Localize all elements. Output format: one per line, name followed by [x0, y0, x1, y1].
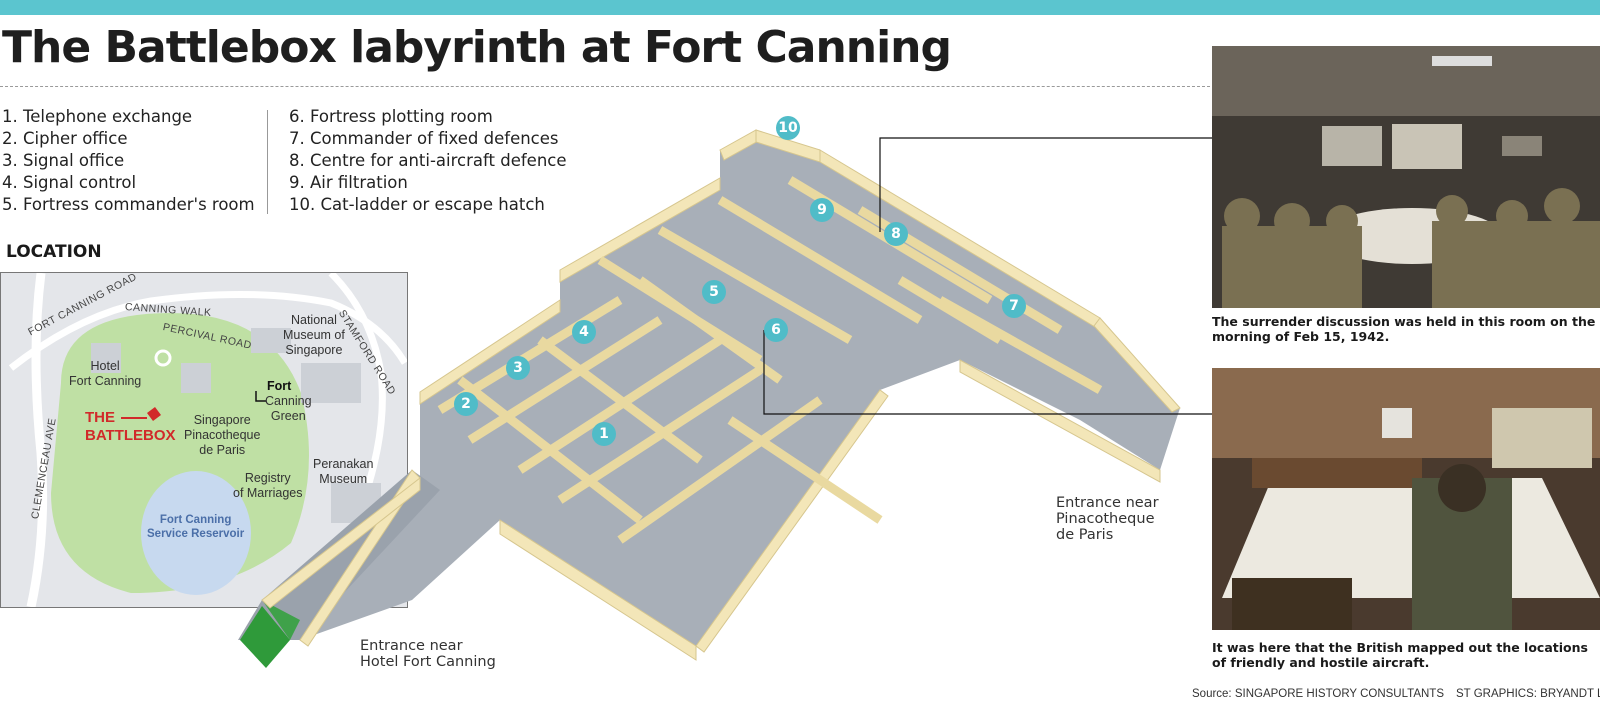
top-accent-bar [0, 0, 1600, 15]
entrance-hotel-label: Entrance near Hotel Fort Canning [360, 638, 496, 670]
page-title: The Battlebox labyrinth at Fort Canning [2, 22, 952, 73]
photo-caption-2: It was here that the British mapped out … [1212, 640, 1588, 670]
room-marker-6: 6 [764, 318, 788, 342]
room-marker-1: 1 [592, 422, 616, 446]
source-credit: Source: SINGAPORE HISTORY CONSULTANTS [1192, 688, 1445, 700]
map-label-pinacotheque: Singapore Pinacotheque de Paris [184, 413, 261, 457]
legend-item: 8. Centre for anti-aircraft defence [289, 151, 567, 170]
photo-plotting-room [1212, 368, 1600, 630]
room-marker-4: 4 [572, 320, 596, 344]
map-label-museum: National Museum of Singapore [283, 313, 345, 357]
legend-left: 1. Telephone exchange 2. Cipher office 3… [2, 106, 255, 216]
location-heading: LOCATION [6, 242, 102, 262]
map-label-peranakan: Peranakan Museum [313, 457, 374, 486]
room-marker-2: 2 [454, 392, 478, 416]
legend-separator [267, 110, 268, 214]
battlebox-label: THE BATTLEBOX [85, 409, 176, 444]
map-label-green: Canning Green [265, 394, 312, 423]
legend-item: 6. Fortress plotting room [289, 107, 493, 126]
legend-item: 1. Telephone exchange [2, 107, 193, 126]
legend-item: 2. Cipher office [2, 129, 128, 148]
footer: Source: SINGAPORE HISTORY CONSULTANTS ST … [1192, 688, 1600, 700]
room-marker-9: 9 [810, 198, 834, 222]
legend-item: 9. Air filtration [289, 173, 408, 192]
room-marker-10: 10 [776, 116, 800, 140]
legend-item: 4. Signal control [2, 173, 137, 192]
room-marker-7: 7 [1002, 294, 1026, 318]
room-marker-5: 5 [702, 280, 726, 304]
legend-item: 5. Fortress commander's room [2, 195, 255, 214]
map-label-registry: Registry of Marriages [233, 471, 303, 500]
legend-right: 6. Fortress plotting room 7. Commander o… [289, 106, 567, 216]
photo-caption-1: The surrender discussion was held in thi… [1212, 314, 1596, 344]
graphics-credit: ST GRAPHICS: BRYANDT LYN [1456, 688, 1600, 700]
legend-item: 7. Commander of fixed defences [289, 129, 559, 148]
map-label-hotel: Hotel Fort Canning [69, 359, 142, 388]
legend-item: 3. Signal office [2, 151, 125, 170]
divider [0, 86, 1210, 87]
entrance-pinacotheque-label: Entrance near Pinacotheque de Paris [1056, 495, 1159, 543]
reservoir-label: Fort Canning Service Reservoir [147, 514, 245, 540]
room-marker-3: 3 [506, 356, 530, 380]
room-marker-8: 8 [884, 222, 908, 246]
map-label-fort: Fort [267, 379, 292, 393]
legend-item: 10. Cat-ladder or escape hatch [289, 195, 545, 214]
photo-surrender-room [1212, 46, 1600, 308]
battlebox-3d-diagram [238, 129, 1212, 668]
